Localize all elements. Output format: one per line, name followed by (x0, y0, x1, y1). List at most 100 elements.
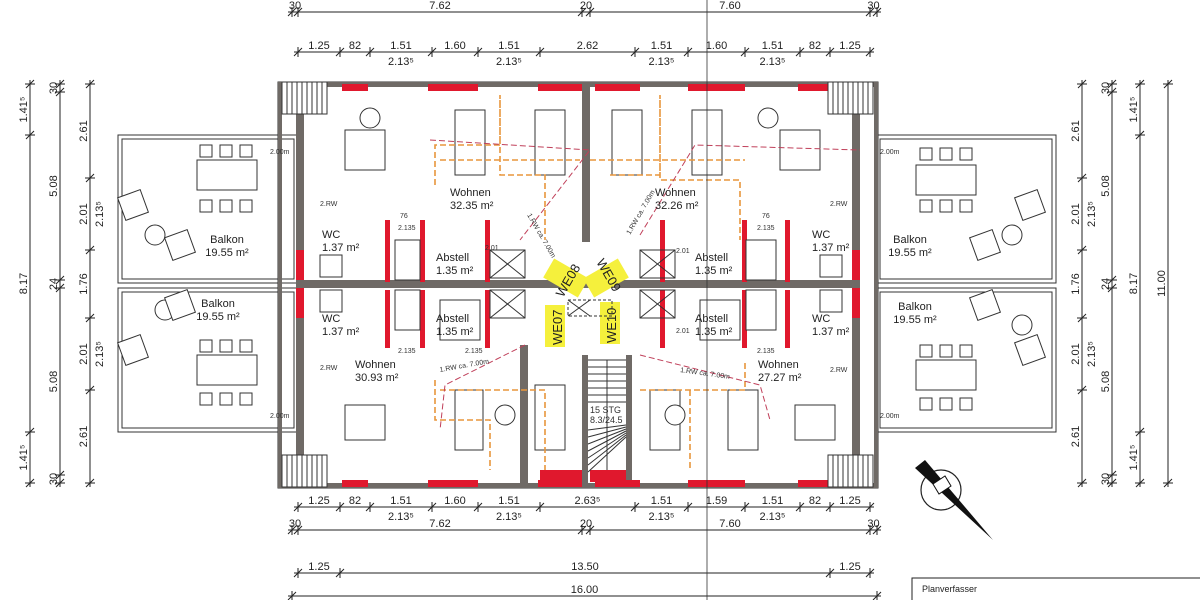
room-name: WC (322, 313, 340, 325)
left-mid-label: 24 (48, 278, 60, 290)
top-inner-sub-label: 2.13⁵ (388, 56, 414, 68)
room-name: WC (322, 229, 340, 241)
top-inner-label: 1.60 (706, 40, 727, 52)
room-name: Wohnen (655, 187, 696, 199)
left-inner-label: 2.61 (78, 426, 90, 447)
rw-label: 2.RW (320, 365, 338, 372)
bottom-inner-label: 1.25 (308, 495, 329, 507)
right-outer-label: 1.41⁵ (1128, 445, 1140, 471)
room-name: Balkon (893, 234, 927, 246)
room-wc-nw: WC1.37 m² (322, 229, 360, 254)
bottom-total-parts-label: 13.50 (571, 561, 599, 573)
title-block: Planverfasser (911, 577, 1200, 600)
bottom-inner-label: 1.60 (444, 495, 465, 507)
door-height-label: 2.135 (757, 348, 775, 355)
right-inner-label: 2.61 (1070, 426, 1082, 447)
top-inner-label: 1.25 (308, 40, 329, 52)
bottom-inner-sub-label: 2.13⁵ (649, 511, 675, 523)
balcony-depth-label: 2.00m (270, 149, 290, 156)
door-height-label: 2.01 (676, 248, 690, 255)
room-name: Wohnen (450, 187, 491, 199)
bottom-total-label: 16.00 (571, 584, 599, 596)
left-inner-label: 2.01 (78, 343, 90, 364)
right-total-label: 11.00 (1156, 270, 1168, 297)
door-height-label: 2.135 (465, 348, 483, 355)
bottom-inner-label: 82 (349, 495, 361, 507)
rw-label: 2.RW (320, 201, 338, 208)
room-area: 1.35 m² (695, 326, 733, 338)
top-inner-label: 82 (349, 40, 361, 52)
bottom-inner-label: 82 (809, 495, 821, 507)
corner-shafts (281, 81, 874, 488)
room-area: 30.93 m² (355, 372, 399, 384)
bottom-total-parts-label: 1.25 (839, 561, 860, 573)
right-inner-sub-label: 2.13⁵ (1086, 341, 1098, 367)
bottom-inner-label: 1.51 (762, 495, 783, 507)
room-name: Abstell (695, 313, 728, 325)
room-name: Wohnen (758, 359, 799, 371)
unit-label-we10: WE10 (604, 308, 619, 343)
top-outer-label: 30 (867, 0, 879, 12)
room-wc-ne: WC1.37 m² (812, 229, 850, 254)
escape-route-label: 1.RW ca. 7.00m (680, 367, 731, 381)
right-mid-label: 24 (1100, 278, 1112, 290)
escape-route-label: 1.RW ca. 7.00m (439, 358, 490, 374)
left-inner-sub-label: 2.13⁵ (94, 341, 106, 367)
bottom-total-parts-label: 1.25 (308, 561, 329, 573)
top-inner-label: 1.51 (390, 40, 411, 52)
door-height-label: 2.135 (757, 225, 775, 232)
left-mid-label: 30 (48, 473, 60, 485)
unit-label-we07: WE07 (550, 310, 565, 345)
bottom-inner-label: 1.51 (651, 495, 672, 507)
unit-labels: WE07 WE08 WE09 WE10 (543, 256, 629, 347)
balcony-depth-label: 2.00m (270, 413, 290, 420)
top-inner-label: 1.51 (498, 40, 519, 52)
room-area: 1.37 m² (812, 326, 850, 338)
room-name: Abstell (436, 252, 469, 264)
right-mid-label: 5.08 (1100, 371, 1112, 392)
room-name: WC (812, 313, 830, 325)
windows (296, 84, 860, 487)
bottom-inner-sub-label: 2.13⁵ (496, 511, 522, 523)
top-outer-label: 7.60 (719, 0, 740, 12)
bottom-outer-label: 30 (867, 518, 879, 530)
top-inner-sub-label: 2.13⁵ (649, 56, 675, 68)
room-name: Balkon (210, 234, 244, 246)
top-inner-sub-label: 2.13⁵ (760, 56, 786, 68)
escape-route-label: 1.RW ca. 7.00m (626, 189, 657, 236)
left-outer-label: 1.41⁵ (18, 445, 30, 471)
bottom-inner-label: 2.63⁵ (575, 495, 601, 507)
right-inner-label: 2.01 (1070, 203, 1082, 224)
room-name: Abstell (436, 313, 469, 325)
right-inner-label: 2.01 (1070, 343, 1082, 364)
left-outer-label: 8.17 (18, 273, 30, 294)
right-inner-sub-label: 2.13⁵ (1086, 201, 1098, 227)
right-mid-label: 5.08 (1100, 175, 1112, 196)
left-outer-label: 1.41⁵ (18, 97, 30, 123)
balcony-depth-label: 2.00m (880, 413, 900, 420)
room-name: Balkon (201, 298, 235, 310)
bottom-inner-label: 1.51 (498, 495, 519, 507)
door-height-label: 2.135 (398, 225, 416, 232)
bottom-outer-label: 30 (289, 518, 301, 530)
room-area: 1.37 m² (322, 242, 360, 254)
right-mid-label: 30 (1100, 473, 1112, 485)
room-wc-sw: WC1.37 m² (322, 313, 360, 338)
right-inner-label: 1.76 (1070, 273, 1082, 294)
title-block-label: Planverfasser (922, 584, 977, 594)
top-outer-label: 7.62 (429, 0, 450, 12)
room-area: 32.35 m² (450, 200, 494, 212)
right-outer-label: 1.41⁵ (1128, 97, 1140, 123)
room-area: 32.26 m² (655, 200, 699, 212)
bottom-outer-label: 7.62 (429, 518, 450, 530)
